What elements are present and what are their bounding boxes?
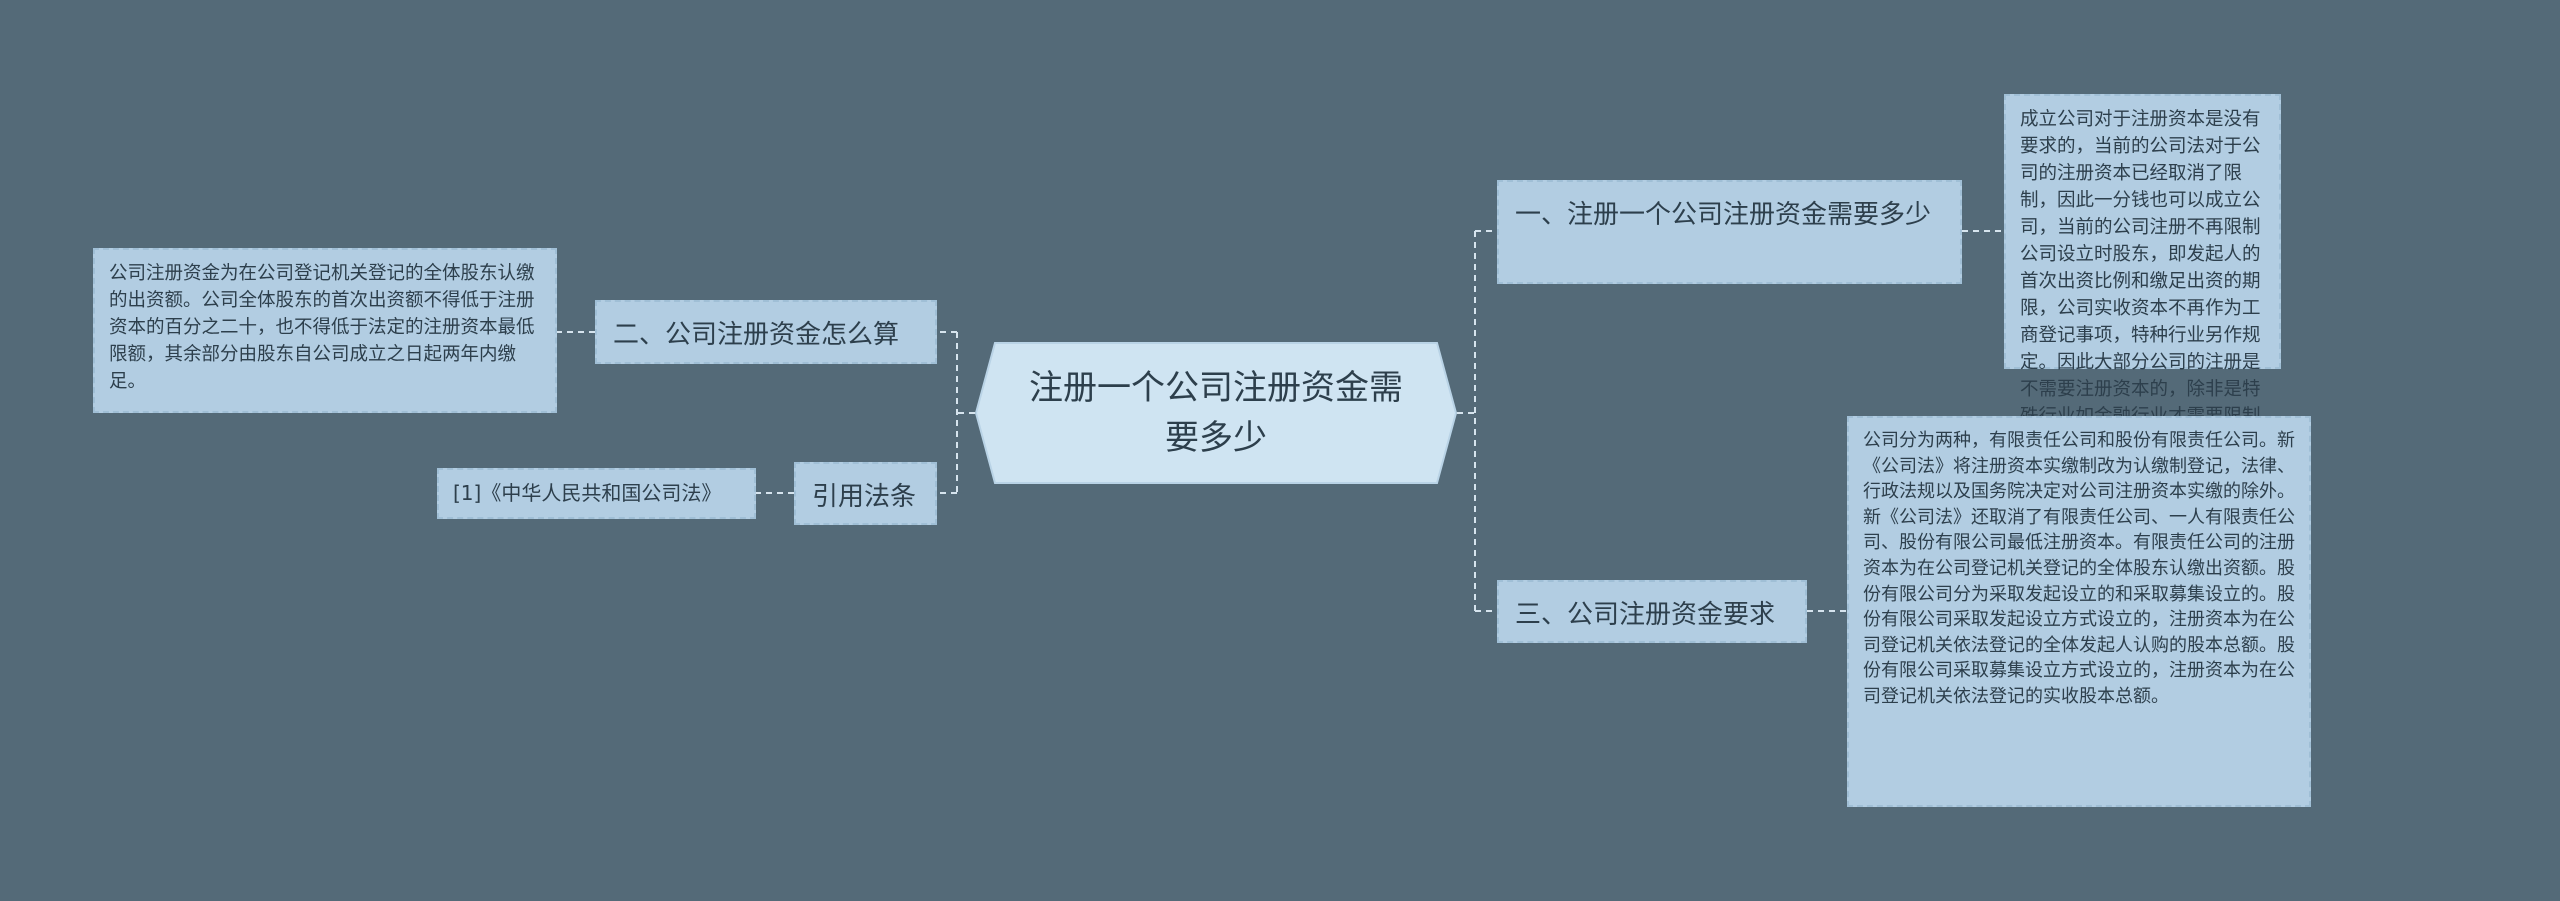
branch-label: 三、公司注册资金要求 [1515, 600, 1776, 630]
branch-registered-capital-calculation[interactable]: 二、公司注册资金怎么算 [595, 300, 937, 364]
detail-text: 公司分为两种，有限责任公司和股份有限责任公司。新《公司法》将注册资本实缴制改为认… [1863, 430, 2295, 707]
central-topic-shape [975, 342, 1457, 484]
central-topic-title: 注册一个公司注册资金需要多少 [1029, 368, 1403, 458]
detail-cited-law[interactable]: [1]《中华人民共和国公司法》 [437, 468, 756, 519]
detail-text: [1]《中华人民共和国公司法》 [453, 481, 722, 505]
detail-registered-capital-requirements[interactable]: 公司分为两种，有限责任公司和股份有限责任公司。新《公司法》将注册资本实缴制改为认… [1847, 416, 2311, 807]
central-topic[interactable]: 注册一个公司注册资金需要多少 [975, 342, 1457, 484]
detail-text: 成立公司对于注册资本是没有要求的，当前的公司法对于公司的注册资本已经取消了限制，… [2020, 109, 2261, 454]
detail-registered-capital-calculation[interactable]: 公司注册资金为在公司登记机关登记的全体股东认缴的出资额。公司全体股东的首次出资额… [93, 248, 557, 413]
branch-cited-law[interactable]: 引用法条 [794, 462, 937, 525]
detail-text: 公司注册资金为在公司登记机关登记的全体股东认缴的出资额。公司全体股东的首次出资额… [109, 263, 535, 392]
branch-label: 二、公司注册资金怎么算 [613, 320, 900, 350]
branch-label: 引用法条 [812, 482, 917, 512]
branch-registered-capital-amount[interactable]: 一、注册一个公司注册资金需要多少 [1497, 180, 1962, 284]
detail-registered-capital-amount[interactable]: 成立公司对于注册资本是没有要求的，当前的公司法对于公司的注册资本已经取消了限制，… [2004, 94, 2281, 454]
branch-label: 一、注册一个公司注册资金需要多少 [1515, 200, 1932, 230]
branch-registered-capital-requirements[interactable]: 三、公司注册资金要求 [1497, 580, 1807, 643]
